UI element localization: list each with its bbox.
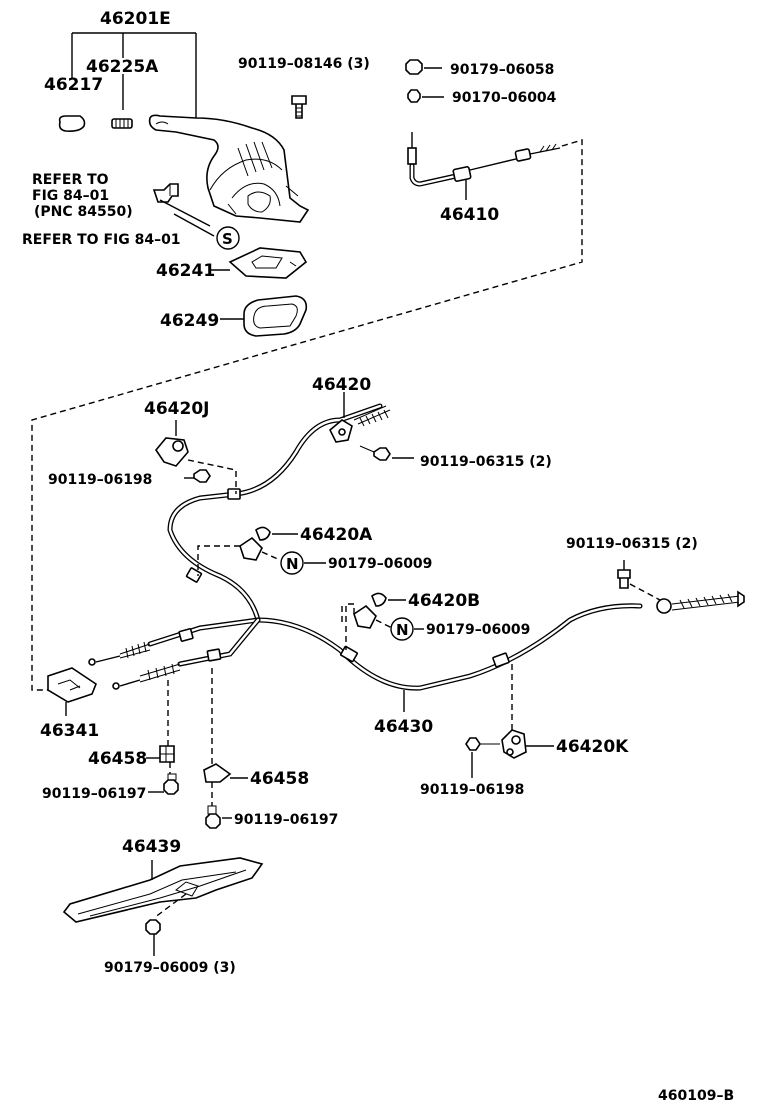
label-46458-b: 46458 <box>250 769 309 789</box>
bolt-90119-06315-right <box>617 569 631 589</box>
label-46217: 46217 <box>44 75 103 95</box>
equalizer-46341 <box>47 667 97 703</box>
bolt-90119-06197-right <box>205 813 221 829</box>
n-symbol-2 <box>390 617 414 641</box>
label-90119-06198-b: 90119–06198 <box>420 782 524 798</box>
label-46420: 46420 <box>312 375 371 395</box>
plate-46439 <box>62 857 264 923</box>
label-46420B: 46420B <box>408 591 480 611</box>
bolt-90119-06198-upper <box>193 469 211 483</box>
nut-90179-06009-lower <box>145 919 161 935</box>
rear-cables-group: N N <box>47 392 745 829</box>
s-symbol <box>216 226 240 250</box>
front-cable-46410-group <box>31 59 583 691</box>
grip-46217 <box>58 115 86 132</box>
clip-46420A <box>239 536 263 561</box>
label-refer-to-fig: REFER TO FIG 84–01 <box>22 232 181 248</box>
label-46439: 46439 <box>122 837 181 857</box>
label-90119-06197-a: 90119–06197 <box>42 786 146 802</box>
s-symbol-letter: S <box>222 230 233 248</box>
guide-plate-46439-group <box>62 857 264 956</box>
bolt-90119-06197-left <box>163 779 179 795</box>
label-90179-06009-b: 90179–06009 <box>426 622 530 638</box>
bolt-90119-06198-lower <box>465 737 481 751</box>
boot-46249 <box>243 295 308 337</box>
clip-46458-right <box>203 763 232 783</box>
label-refer-to: REFER TO <box>32 172 109 188</box>
label-fig-84-01: FIG 84–01 <box>32 188 109 204</box>
label-90119-06315-b: 90119–06315 (2) <box>566 536 698 552</box>
button-46225A <box>111 118 133 129</box>
label-90179-06009-c: 90179–06009 (3) <box>104 960 236 976</box>
label-46420J: 46420J <box>144 399 209 419</box>
label-46341: 46341 <box>40 721 99 741</box>
label-90119-06197-b: 90119–06197 <box>234 812 338 828</box>
bolt-90119-08146 <box>291 95 307 119</box>
washer-90170-06004 <box>407 89 421 103</box>
n-symbol-2-letter: N <box>396 621 409 639</box>
label-46430: 46430 <box>374 717 433 737</box>
n-symbol-1 <box>280 551 304 575</box>
plate-46241 <box>228 247 308 279</box>
label-46458-a: 46458 <box>88 749 147 769</box>
label-46420A: 46420A <box>300 525 373 545</box>
label-46420K: 46420K <box>556 737 629 757</box>
label-pnc-84550: (PNC 84550) <box>34 204 133 220</box>
clip-46420B <box>353 604 377 629</box>
clip-refer-84550 <box>152 183 179 203</box>
n-symbol-1-letter: N <box>286 555 299 573</box>
label-90119-06315-a: 90119–06315 (2) <box>420 454 552 470</box>
label-90179-06009-a: 90179–06009 <box>328 556 432 572</box>
bolt-90119-06315-upper <box>373 447 391 461</box>
nut-90179-06058 <box>405 59 423 75</box>
label-46410: 46410 <box>440 205 499 225</box>
label-46201E: 46201E <box>100 9 171 29</box>
label-46225A: 46225A <box>86 57 159 77</box>
label-90119-08146: 90119–08146 (3) <box>238 56 370 72</box>
bracket-46420J <box>155 437 189 467</box>
lever-assembly-group: S <box>58 32 310 337</box>
part-labels: 46201E 46225A 46217 90119–08146 (3) 9017… <box>22 9 734 1104</box>
label-90119-06198-a: 90119–06198 <box>48 472 152 488</box>
label-90179-06058: 90179–06058 <box>450 62 554 78</box>
label-46249: 46249 <box>160 311 219 331</box>
figure-code: 460109–B <box>658 1088 734 1104</box>
label-90170-06004: 90170–06004 <box>452 90 557 106</box>
label-46241: 46241 <box>156 261 215 281</box>
